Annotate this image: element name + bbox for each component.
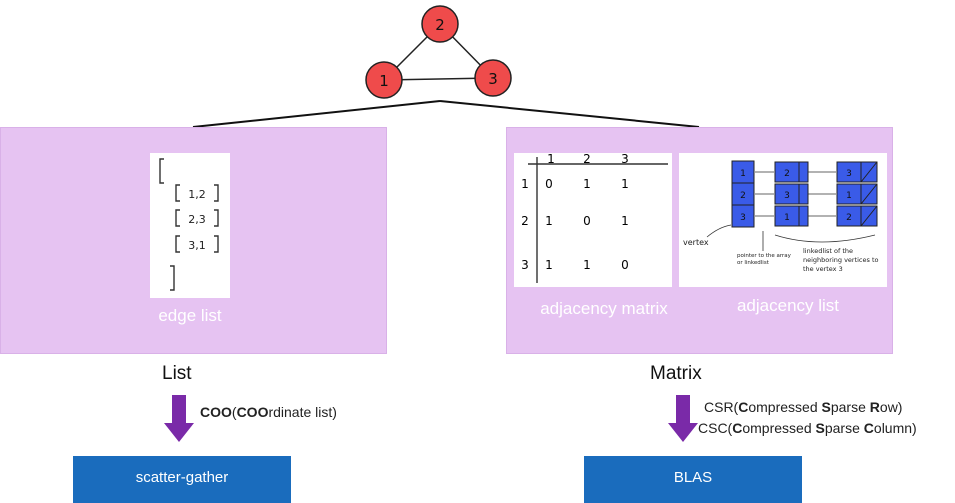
matrix-cell-3-3: 0 xyxy=(621,258,629,272)
list-2-b: 1 xyxy=(846,191,852,201)
branch-line-right xyxy=(439,100,700,128)
edge-list-sketch: 1,2 2,3 3,1 xyxy=(150,153,230,298)
matrix-col-2: 2 xyxy=(583,153,591,166)
down-arrow-right xyxy=(668,395,698,442)
vertex-3: 3 xyxy=(740,213,746,223)
graph-node-1-label: 1 xyxy=(379,72,389,90)
csc-r3: olumn) xyxy=(873,420,917,436)
matrix-col-1: 1 xyxy=(547,153,555,166)
graph-node-2-label: 2 xyxy=(435,16,445,34)
list-3-a: 1 xyxy=(784,213,790,223)
blas-box: BLAS xyxy=(584,456,802,503)
csc-col: C xyxy=(863,420,874,436)
adjacency-matrix-sketch: 1 2 3 1 2 3 0 1 1 1 0 1 1 1 0 xyxy=(514,152,672,287)
graph-node-3 xyxy=(474,59,512,97)
matrix-row-3: 3 xyxy=(521,258,529,272)
annotation-pointer: pointer to the array or linkedlist xyxy=(737,253,791,266)
csr-prefix: CSR( xyxy=(704,399,739,415)
vertex-1: 1 xyxy=(740,169,746,179)
edge-item-1: 1,2 xyxy=(188,188,206,201)
edge-item-3: 3,1 xyxy=(188,239,206,252)
csr-r2: parse xyxy=(830,399,870,415)
graph-node-3-label: 3 xyxy=(488,70,498,88)
matrix-cell-1-1: 0 xyxy=(545,177,553,191)
matrix-cell-3-1: 1 xyxy=(545,258,553,272)
vertex-2: 2 xyxy=(740,191,746,201)
coo-prefix: ( xyxy=(231,404,237,420)
matrix-cell-1-3: 1 xyxy=(621,177,629,191)
coo-paren-bold: COO xyxy=(236,404,269,420)
coo-rest: rdinate list) xyxy=(268,404,337,420)
down-arrow-left xyxy=(164,395,194,442)
matrix-row-1: 1 xyxy=(521,177,529,191)
csc-s: S xyxy=(815,420,825,436)
csr-row: R xyxy=(869,399,880,415)
matrix-cell-2-3: 1 xyxy=(621,214,629,228)
graph-node-2 xyxy=(421,5,459,43)
adjacency-list-sketch: 1 2 3 2 3 3 1 1 2 vertex pointer to th xyxy=(679,153,887,287)
annotation-vertex: vertex xyxy=(683,238,709,247)
adjacency-matrix-grid: 1 2 3 1 2 3 0 1 1 1 0 1 1 1 0 xyxy=(521,152,668,283)
coo-description: COO(COOrdinate list) xyxy=(200,402,337,423)
edge-list-brackets: 1,2 2,3 3,1 xyxy=(159,158,219,291)
adjacency-matrix-caption: adjacency matrix xyxy=(540,299,668,318)
adjacency-list-drawing: 1 2 3 2 3 3 1 1 2 vertex pointer to th xyxy=(683,160,879,273)
csc-r2: parse xyxy=(824,420,864,436)
list-2-a: 3 xyxy=(784,191,790,201)
csr-c: C xyxy=(738,399,749,415)
matrix-label: Matrix xyxy=(650,363,702,384)
graph-diagram: 2 1 3 xyxy=(192,5,700,128)
csc-description: CSC(Compressed Sparse Column) xyxy=(698,418,917,439)
matrix-cell-3-2: 1 xyxy=(583,258,591,272)
csr-description: CSR(Compressed Sparse Row) xyxy=(704,397,902,418)
matrix-cell-1-2: 1 xyxy=(583,177,591,191)
csr-r3: ow) xyxy=(879,399,903,415)
list-1-a: 2 xyxy=(784,169,790,179)
matrix-row-2: 2 xyxy=(521,214,529,228)
matrix-col-3: 3 xyxy=(621,153,629,166)
coo-bold: COO xyxy=(200,404,232,420)
csc-prefix: CSC( xyxy=(698,420,733,436)
branch-line-left xyxy=(192,100,441,128)
adjacency-list-caption: adjacency list xyxy=(736,296,840,315)
csr-s: S xyxy=(821,399,831,415)
edge-item-2: 2,3 xyxy=(188,213,206,226)
matrix-cell-2-2: 0 xyxy=(583,214,591,228)
graph-node-1 xyxy=(365,61,403,99)
list-label: List xyxy=(162,363,192,384)
csc-c: C xyxy=(732,420,743,436)
annotation-linked: linkedlist of the neighboring vertices t… xyxy=(803,247,879,273)
scatter-gather-box: scatter-gather xyxy=(73,456,291,503)
edge-list-caption: edge list xyxy=(158,306,222,325)
csr-r1: ompressed xyxy=(748,399,822,415)
matrix-cell-2-1: 1 xyxy=(545,214,553,228)
list-3-b: 2 xyxy=(846,213,852,223)
csc-r1: ompressed xyxy=(742,420,816,436)
list-1-b: 3 xyxy=(846,169,852,179)
